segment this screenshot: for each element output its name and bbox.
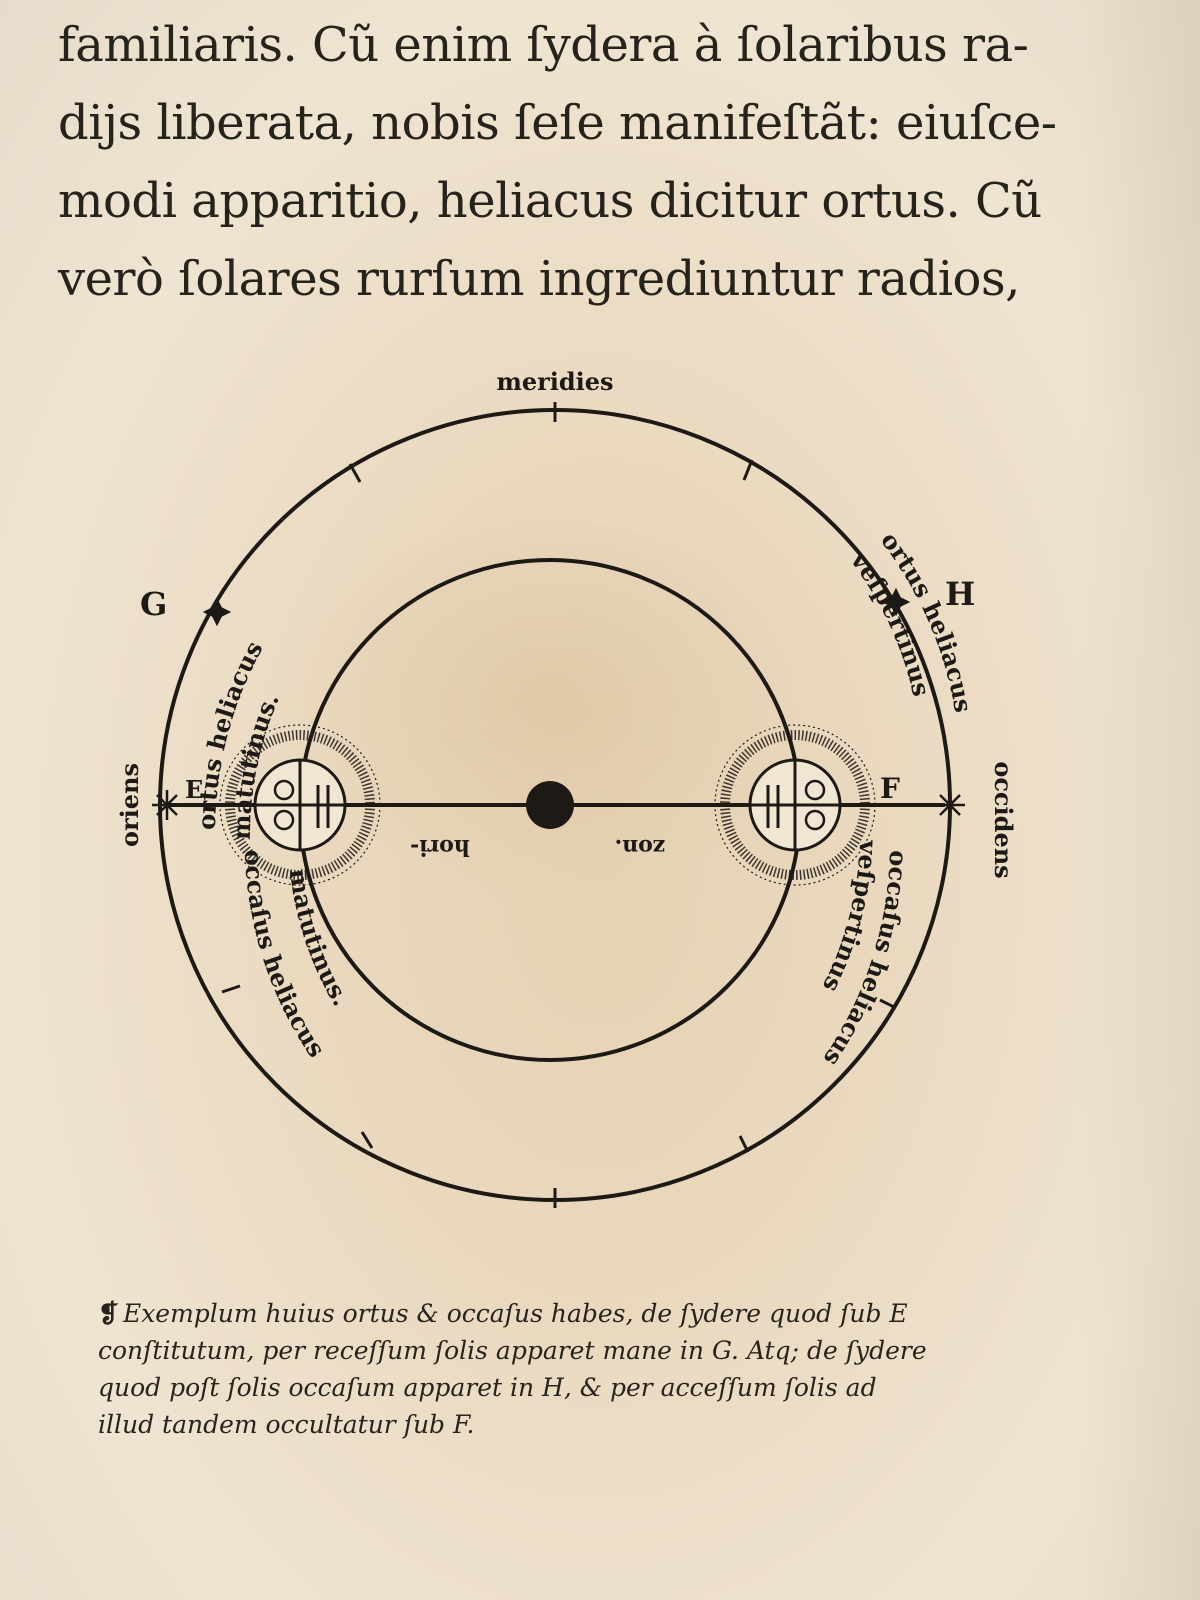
diagram-svg: meridies G H E F oriens occidens hori- z… xyxy=(115,367,1018,1208)
label-horizon-right: zon. xyxy=(615,834,666,860)
label-e: E xyxy=(185,775,203,804)
label-horizon-left: hori- xyxy=(410,834,470,860)
caption: ❡Exemplum huius ortus & occaſus habes, d… xyxy=(98,1295,1078,1443)
text-line-1: familiaris. Cũ enim ſydera à ſolaribus r… xyxy=(58,17,1029,73)
right-sun-icon xyxy=(714,724,876,886)
caption-line-4: illud tandem occultatur ſub F. xyxy=(98,1410,475,1439)
caption-line-1-text: Exemplum huius ortus & occaſus habes, de… xyxy=(122,1299,908,1328)
star-e-icon xyxy=(152,790,182,820)
label-g: G xyxy=(140,585,167,623)
heliacal-diagram: meridies G H E F oriens occidens hori- z… xyxy=(0,360,1200,1240)
body-text: familiaris. Cũ enim ſydera à ſolaribus r… xyxy=(58,6,1098,318)
star-g-icon xyxy=(202,597,232,627)
label-occidens: occidens xyxy=(989,761,1018,878)
label-oriens: oriens xyxy=(115,763,144,847)
caption-line-2: conſtitutum, per receſſum ſolis apparet … xyxy=(98,1336,927,1365)
text-line-3: modi apparitio, heliacus dicitur ortus. … xyxy=(58,173,1042,229)
paper-stain xyxy=(290,520,810,920)
text-line-2: dijs liberata, nobis ſeſe manifeſtãt: ei… xyxy=(58,95,1057,151)
left-sun-icon xyxy=(219,724,381,886)
paragraph-mark-icon: ❡ xyxy=(98,1299,119,1328)
text-line-4: verò ſolares rurſum ingrediuntur radios, xyxy=(58,251,1020,307)
caption-line-3: quod poſt ſolis occaſum apparet in H, & … xyxy=(98,1373,877,1402)
label-meridies: meridies xyxy=(496,367,613,396)
caption-line-1: ❡Exemplum huius ortus & occaſus habes, d… xyxy=(98,1295,1078,1332)
label-h: H xyxy=(945,575,975,613)
earth-globe xyxy=(526,781,574,829)
star-h-icon xyxy=(881,587,911,617)
label-f: F xyxy=(880,772,900,805)
star-f-icon xyxy=(935,790,965,820)
outer-ticks xyxy=(221,402,897,1208)
